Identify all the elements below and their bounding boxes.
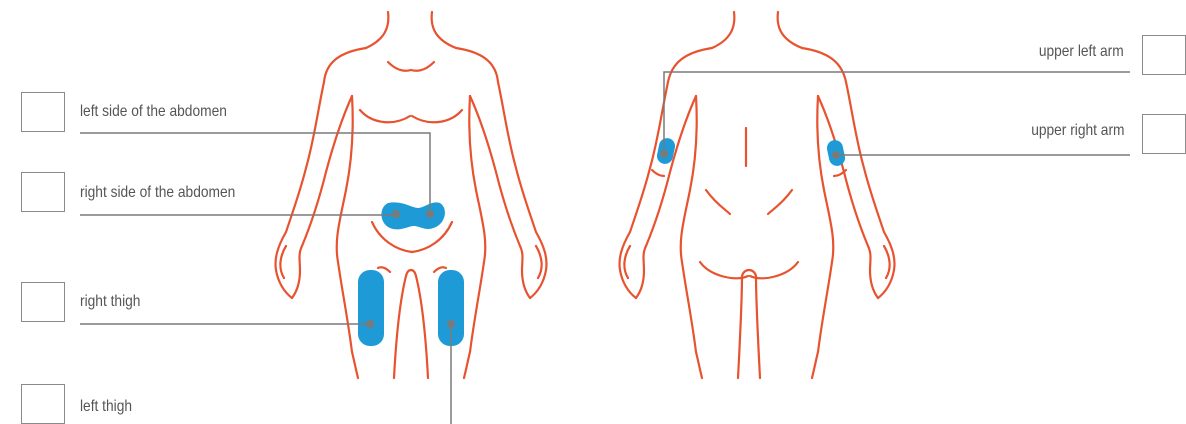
leader-dots (366, 150, 840, 328)
right-abdomen-label: right side of the abdomen (80, 184, 235, 202)
upper-left-arm-checkbox[interactable] (1142, 35, 1186, 75)
upper-right-arm-checkbox[interactable] (1142, 114, 1186, 154)
leader-lines (80, 72, 1130, 424)
right-thigh-label: right thigh (80, 293, 140, 311)
upper-right-arm-label: upper right arm (1031, 122, 1124, 140)
back-body-outline (619, 12, 894, 378)
leader-upper-left-arm (664, 72, 1130, 154)
left-thigh-label: left thigh (80, 398, 132, 416)
left-abdomen-label: left side of the abdomen (80, 103, 227, 121)
right-thigh-checkbox[interactable] (21, 282, 65, 322)
dot-left-abdomen (426, 210, 434, 218)
dot-right-thigh (366, 320, 374, 328)
dot-upper-right-arm (832, 151, 840, 159)
abdomen-injection-site (381, 202, 445, 229)
right-thigh-injection-site (358, 270, 384, 346)
right-abdomen-checkbox[interactable] (21, 172, 65, 212)
dot-right-abdomen (392, 210, 400, 218)
upper-left-arm-label: upper left arm (1039, 43, 1124, 61)
injection-sites (358, 137, 847, 346)
left-thigh-checkbox[interactable] (21, 384, 65, 424)
front-body-outline (275, 12, 546, 378)
dot-left-thigh (447, 320, 455, 328)
dot-upper-left-arm (660, 150, 668, 158)
left-abdomen-checkbox[interactable] (21, 92, 65, 132)
